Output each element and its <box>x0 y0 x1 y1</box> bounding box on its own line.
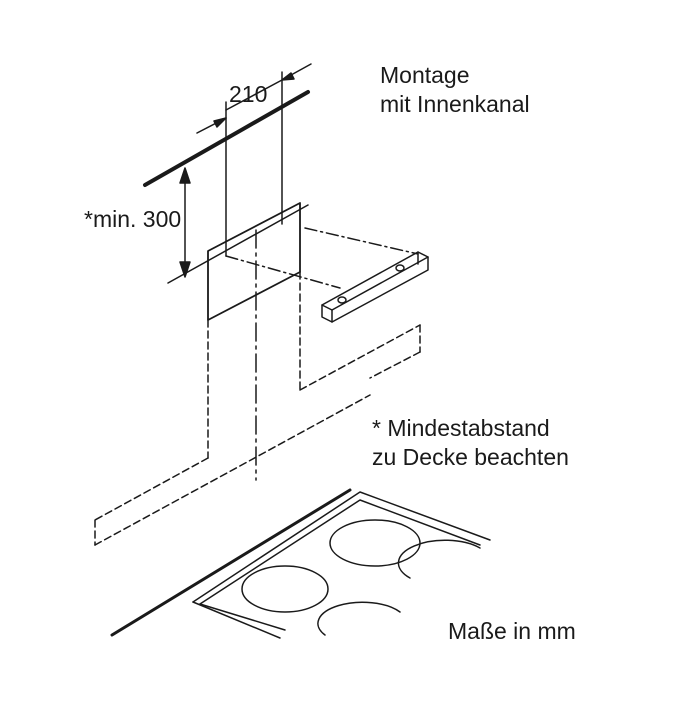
bracket-reference-mid <box>225 255 341 289</box>
cooking-zone-front-left <box>241 565 329 613</box>
title-line-1: Montage <box>380 62 470 88</box>
cooking-zone-front <box>317 601 401 636</box>
cooking-zone-back <box>329 519 421 567</box>
title-line-2: mit Innenkanal <box>380 91 530 117</box>
dimension-300-reference-line <box>167 204 309 284</box>
units-note: Maße in mm <box>448 618 576 644</box>
dimension-210-baseline <box>225 79 283 111</box>
dimension-width-label: 210 <box>229 81 268 107</box>
dimension-210-arrowhead-left <box>213 117 227 128</box>
title-text: Montage mit Innenkanal <box>380 61 530 119</box>
bracket-hole-right <box>395 264 405 272</box>
cooktop <box>192 491 491 639</box>
bracket-reference-top <box>304 227 419 255</box>
dimension-300-arrowhead-top <box>179 167 191 184</box>
cooking-zone-right <box>397 539 481 579</box>
bracket-hole-left <box>337 296 347 304</box>
dimension-300-arrowhead-bottom <box>179 261 191 278</box>
note-line-1: * Mindestabstand <box>372 415 550 441</box>
note-line-2: zu Decke beachten <box>372 444 569 470</box>
chimney-lower-duct <box>94 271 421 546</box>
dimension-min-height-label: *min. 300 <box>84 206 182 232</box>
minimum-distance-note: * Mindestabstand zu Decke beachten <box>372 414 569 472</box>
dimension-210-arrowhead-right <box>281 72 295 81</box>
worktop-front-edge <box>110 488 352 637</box>
chimney-upper-panel <box>207 202 301 321</box>
wall-bracket <box>321 251 429 323</box>
